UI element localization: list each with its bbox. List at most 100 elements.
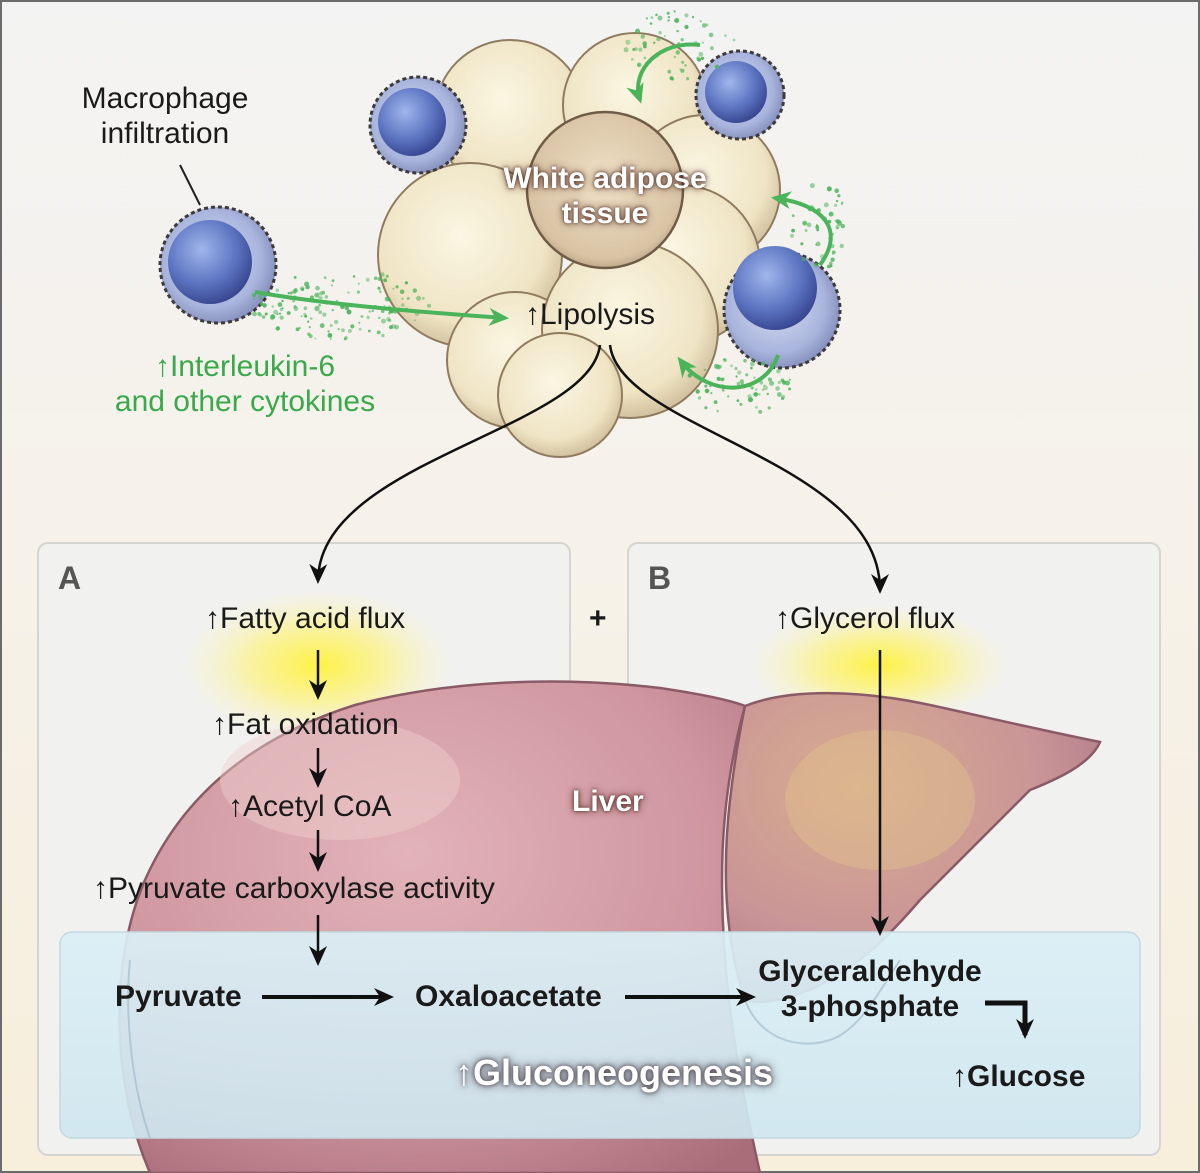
- cytokine-particle: [314, 305, 320, 312]
- cytokine-particle: [734, 366, 738, 371]
- cytokine-particle: [667, 69, 672, 74]
- cytokine-particle: [697, 396, 702, 400]
- cytokine-particle: [675, 50, 680, 55]
- cytokine-particle: [775, 386, 780, 391]
- cytokine-particle: [834, 219, 837, 222]
- cytokine-particle: [365, 277, 370, 282]
- cytokine-particle: [680, 37, 684, 42]
- cytokine-particle: [834, 203, 838, 207]
- cytokine-particle: [299, 286, 305, 291]
- cytokines-label-line2: and other cytokines: [114, 384, 376, 418]
- cytokine-particle: [716, 409, 719, 413]
- cytokine-particle: [674, 18, 680, 23]
- cytokine-particle: [831, 250, 836, 255]
- cytokine-particle: [318, 310, 323, 315]
- cytokine-particle: [331, 279, 335, 282]
- cytokine-particle: [383, 278, 388, 283]
- cytokine-particle: [286, 311, 291, 315]
- panel-b-letter: B: [648, 560, 672, 596]
- cytokine-particle: [331, 284, 333, 287]
- cytokine-particle: [625, 39, 631, 45]
- cytokine-particle: [788, 378, 791, 381]
- cytokine-particle: [307, 320, 310, 323]
- cytokine-particle: [801, 257, 806, 262]
- g3p-label-line1: Glyceraldehyde: [758, 955, 982, 988]
- cytokine-particle: [767, 377, 773, 382]
- cytokine-particle: [784, 380, 790, 386]
- cytokine-particle: [357, 282, 360, 285]
- cytokine-particle: [695, 389, 700, 394]
- cytokine-particle: [258, 313, 263, 317]
- cytokine-particle: [791, 214, 795, 218]
- cytokine-particle: [329, 338, 332, 340]
- cytokine-particle: [277, 302, 283, 308]
- fatty-acid-flux-label: ↑Fatty acid flux: [205, 602, 406, 635]
- cytokine-particle: [828, 211, 834, 217]
- cytokine-particle: [273, 309, 278, 315]
- cytokine-particle: [656, 36, 661, 42]
- cytokine-particle: [377, 276, 382, 282]
- cytokine-particle: [360, 315, 364, 318]
- adipose-label-line2: tissue: [561, 196, 649, 230]
- lipolysis-label: ↑Lipolysis: [525, 298, 656, 331]
- cytokine-particle: [387, 318, 392, 323]
- cytokine-particle: [293, 276, 297, 279]
- adipose-label-line1: White adipose: [503, 162, 707, 195]
- macrophage-label: Macrophage infiltration: [60, 82, 270, 151]
- cytokine-particle: [643, 56, 647, 60]
- cytokine-particle: [636, 62, 642, 67]
- cytokine-particle: [653, 41, 656, 44]
- liver-label: Liver: [572, 785, 644, 818]
- cytokine-particle: [658, 31, 662, 35]
- cytokine-particle: [401, 297, 404, 300]
- cytokine-particle: [329, 324, 333, 327]
- cytokine-particle: [724, 34, 727, 37]
- cytokine-particle: [704, 384, 708, 388]
- cytokine-particle: [815, 224, 819, 227]
- cytokine-particle: [750, 361, 755, 367]
- macrophage-pointer-line: [179, 164, 201, 206]
- cytokine-particle: [737, 370, 742, 375]
- cytokine-particle: [294, 288, 298, 292]
- cytokine-particle: [776, 368, 781, 374]
- cytokine-particle: [399, 289, 405, 295]
- cytokine-particle: [401, 303, 405, 307]
- cytokine-particle: [259, 302, 264, 306]
- cytokine-particle: [837, 194, 841, 198]
- cytokine-particle: [422, 297, 425, 300]
- cytokine-particle: [293, 306, 299, 312]
- cytokine-particle: [278, 312, 282, 315]
- cytokine-particle: [252, 297, 256, 301]
- cytokine-particle: [753, 393, 756, 396]
- cytokine-particle: [699, 20, 702, 23]
- cytokine-particle: [736, 399, 740, 402]
- cytokine-particle: [287, 292, 290, 295]
- cytokine-particle: [839, 243, 844, 249]
- g3p-label-line2: 3-phosphate: [780, 989, 960, 1023]
- cytokine-particle: [684, 13, 689, 18]
- cytokine-particle: [806, 222, 812, 228]
- cytokine-particle: [739, 402, 743, 406]
- gluconeogenesis-box: [59, 931, 1141, 1139]
- cytokine-particle: [759, 380, 764, 385]
- cytokine-particle: [343, 337, 347, 341]
- cytokine-particle: [319, 296, 323, 300]
- cytokine-particle: [252, 311, 257, 317]
- cytokine-particle: [657, 15, 663, 21]
- cytokine-particle: [252, 293, 256, 298]
- cytokine-particle: [643, 44, 647, 49]
- cytokine-particle: [315, 285, 320, 291]
- cytokine-particle: [789, 233, 795, 238]
- cytokine-particle: [713, 400, 718, 404]
- cytokine-particle: [698, 51, 704, 57]
- cytokine-particle: [635, 28, 641, 34]
- cytokine-particle: [791, 228, 795, 233]
- fat-oxidation-label: ↑Fat oxidation: [212, 708, 399, 741]
- cytokine-particle: [376, 330, 381, 335]
- cytokine-particle: [406, 297, 410, 300]
- cytokine-particle: [753, 376, 756, 379]
- cytokine-particle: [747, 394, 752, 399]
- cytokine-particle: [344, 305, 349, 311]
- cytokine-particle: [304, 314, 308, 318]
- cytokine-particle: [766, 392, 769, 396]
